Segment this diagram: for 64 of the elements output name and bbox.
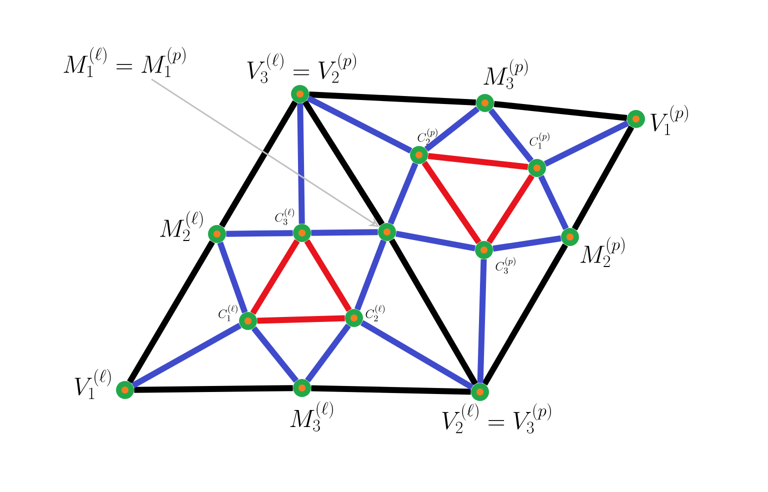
mesh-edge (572, 126, 634, 230)
mesh-edge (477, 259, 487, 383)
mesh-point (208, 225, 226, 243)
mesh-point (378, 223, 396, 241)
point-label: $M_2^{(p)}$ (580, 237, 625, 267)
mesh-edge (250, 239, 300, 315)
mesh-edge (217, 242, 248, 314)
mesh-edge (226, 230, 293, 237)
mesh-edge (219, 100, 298, 228)
mesh-edge (422, 160, 482, 244)
mesh-edge (311, 385, 471, 395)
mesh-point (471, 383, 489, 401)
point-label: $V_2^{(\ell)}=V_3^{(p)}$ (442, 403, 551, 434)
mesh-edge (494, 100, 628, 122)
mesh-edge (424, 106, 480, 152)
mesh-point (293, 379, 311, 397)
point-label: $M_2^{(\ell)}$ (160, 211, 203, 241)
mesh-edge (396, 230, 476, 252)
mesh-edge (306, 96, 412, 154)
mesh-edge (488, 108, 534, 163)
point-label: $V_1^{(p)}$ (650, 105, 688, 135)
mesh-edge (132, 322, 242, 388)
mesh-edge (127, 240, 215, 384)
mesh-edge (492, 235, 562, 252)
mesh-edge (544, 120, 630, 167)
mesh-point (410, 146, 428, 164)
point-label: $C_3^{(\ell)}$ (275, 208, 294, 225)
point-label: $M_1^{(\ell)}=M_1^{(p)}$ (64, 47, 186, 77)
mesh-edge (297, 103, 305, 224)
point-label: $M_3^{(p)}$ (484, 58, 528, 90)
mesh-edge (486, 174, 535, 244)
mesh-point (291, 85, 309, 103)
mesh-edge (482, 243, 568, 386)
mesh-edge (428, 153, 528, 170)
mesh-point (561, 228, 579, 246)
mesh-edge (257, 315, 345, 324)
mesh-edge (388, 162, 418, 225)
mesh-point (239, 312, 257, 330)
mesh-point (528, 159, 546, 177)
point-label: $C_3^{(p)}$ (496, 257, 516, 274)
mesh-edge (354, 240, 387, 310)
mesh-edge (309, 91, 476, 106)
point-label: $C_1^{(p)}$ (530, 132, 550, 149)
mesh-point (627, 110, 645, 128)
mesh-edge (360, 320, 474, 390)
point-label: $M_3^{(\ell)}$ (290, 401, 333, 432)
mesh-edge (134, 385, 293, 393)
mesh-point (345, 309, 363, 327)
mesh-point (116, 381, 134, 399)
mesh-point (476, 94, 494, 112)
mesh-edge (251, 326, 299, 383)
point-label: $V_1^{(\ell)}$ (74, 369, 111, 399)
mesh-edge (311, 229, 378, 236)
point-label: $C_2^{(\ell)}$ (366, 304, 385, 322)
mesh-edge (389, 238, 478, 386)
mesh-edge (305, 324, 351, 382)
point-label: $V_3^{(\ell)}=V_2^{(p)}$ (247, 52, 356, 84)
point-label: $C_2^{(p)}$ (418, 128, 438, 145)
mesh-edge (304, 239, 352, 312)
mesh-point (475, 241, 493, 259)
mesh-point (293, 224, 311, 242)
mesh-edge (302, 100, 385, 226)
point-label: $C_1^{(\ell)}$ (218, 304, 238, 322)
mesh-edge (538, 175, 569, 230)
